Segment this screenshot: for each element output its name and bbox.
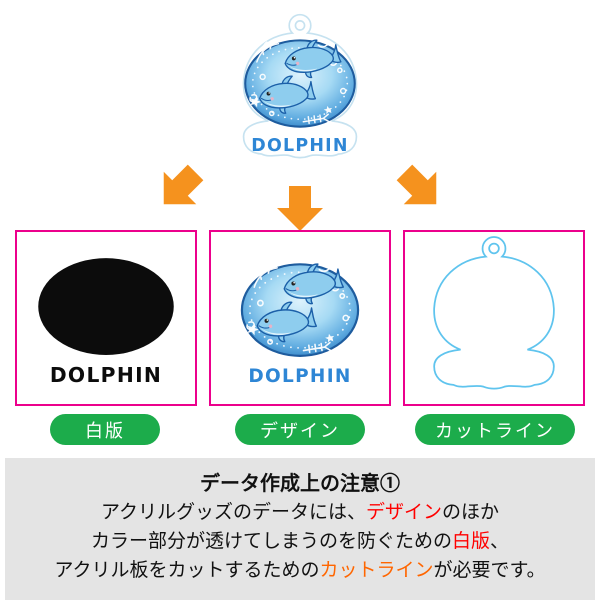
notice-line2-pre: カラー部分が透けてしまうのを防ぐための: [90, 531, 452, 552]
design-label: デザイン: [235, 414, 365, 445]
cutline-preview: [433, 236, 555, 390]
white-plate-title-text: DOLPHIN: [50, 363, 162, 387]
arrow-down-icon: [277, 186, 323, 231]
white-plate-label: 白版: [50, 414, 160, 445]
notice-line1-pre: アクリルグッズのデータには、: [100, 502, 367, 523]
charm-preview: DOLPHIN: [242, 13, 358, 159]
notice-line2-post: 、: [490, 531, 510, 552]
white-plate-preview: DOLPHIN: [38, 258, 174, 387]
design-title-text: DOLPHIN: [248, 366, 351, 387]
white-plate-oval: [38, 258, 174, 355]
notice-line3-highlight: カットライン: [319, 560, 434, 581]
cutline-outline: [433, 236, 555, 390]
charm-title-text: DOLPHIN: [251, 136, 349, 156]
notice-line-2: カラー部分が透けてしまうのを防ぐための白版、: [5, 527, 595, 556]
notice-panel: データ作成上の注意① アクリルグッズのデータには、デザインのほか カラー部分が透…: [5, 458, 595, 600]
flow-arrows: [163, 164, 437, 231]
white-plate-box: DOLPHIN: [15, 230, 197, 406]
cutline-hole: [488, 242, 500, 255]
dolphin-artwork: [242, 262, 358, 356]
notice-title: データ作成上の注意①: [200, 473, 400, 495]
charm-hole: [294, 20, 306, 31]
arrow-down-right-icon: [396, 164, 437, 205]
design-preview: DOLPHIN: [212, 233, 388, 387]
cutline-label: カットライン: [415, 414, 575, 445]
design-box: DOLPHIN: [209, 230, 391, 406]
notice-line1-post: のほか: [442, 502, 500, 523]
arrow-down-left-icon: [163, 164, 204, 205]
notice-line3-post: が必要です。: [433, 560, 546, 581]
notice-line-3: アクリル板をカットするためのカットラインが必要です。: [5, 556, 595, 585]
notice-line2-highlight: 白版: [451, 531, 490, 552]
notice-line1-highlight: デザイン: [366, 502, 443, 523]
cutline-box: [403, 230, 585, 406]
notice-line-1: アクリルグッズのデータには、デザインのほか: [5, 498, 595, 527]
notice-line3-pre: アクリル板をカットするための: [54, 560, 320, 581]
